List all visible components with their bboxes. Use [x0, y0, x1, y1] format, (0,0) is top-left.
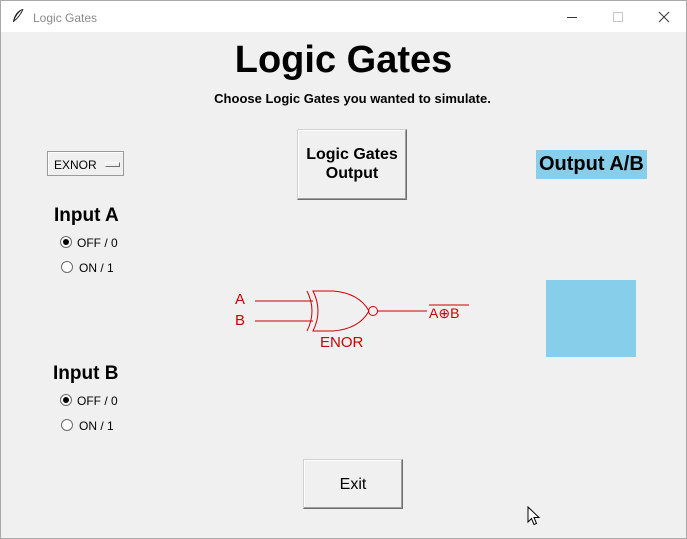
diagram-label-b: B — [235, 312, 245, 329]
input-a-on-label[interactable]: ON / 1 — [79, 261, 114, 275]
diagram-expression: A⊕B — [429, 305, 459, 321]
radio-ring — [61, 419, 73, 431]
logic-gates-output-button[interactable]: Logic Gates Output — [297, 129, 407, 200]
input-a-off-radio[interactable] — [60, 236, 72, 248]
minimize-button[interactable] — [549, 1, 595, 32]
output-label: Output A/B — [536, 150, 647, 179]
input-b-on-label[interactable]: ON / 1 — [79, 419, 114, 433]
exit-button-label: Exit — [339, 476, 367, 493]
minimize-icon — [567, 17, 577, 18]
maximize-icon — [613, 12, 623, 22]
output-label-text: Output A/B — [539, 153, 644, 175]
close-button[interactable] — [641, 1, 687, 32]
maximize-button[interactable] — [595, 1, 641, 32]
radio-ring — [61, 261, 73, 273]
xor-extra-curve — [306, 290, 313, 332]
gate-select-dropdown[interactable]: EXNOR — [47, 151, 124, 176]
input-b-heading: Input B — [53, 363, 119, 384]
diagram-label-a: A — [235, 291, 245, 308]
exnor-gate-diagram: A B ENOR A⊕B — [235, 290, 469, 351]
exit-button[interactable]: Exit — [303, 459, 403, 509]
input-b-off-label[interactable]: OFF / 0 — [77, 394, 118, 408]
page-title: Logic Gates — [234, 39, 453, 81]
logic-gates-output-label-line2: Output — [325, 165, 379, 182]
close-icon — [658, 11, 670, 23]
title-bar: Logic Gates — [1, 1, 686, 32]
input-a-on-radio[interactable] — [61, 261, 73, 273]
logic-gates-output-label-line1: Logic Gates — [306, 146, 398, 163]
gate-select-value: EXNOR — [54, 158, 97, 172]
inversion-bubble — [368, 306, 378, 316]
xnor-gate-body — [312, 290, 370, 332]
radio-selected-dot — [63, 397, 69, 403]
feather-icon — [13, 8, 24, 22]
page-subtitle: Choose Logic Gates you wanted to simulat… — [214, 91, 491, 106]
input-b-on-radio[interactable] — [61, 419, 73, 431]
input-b-off-radio[interactable] — [60, 394, 72, 406]
mouse-pointer-icon — [527, 506, 541, 526]
window-title: Logic Gates — [33, 11, 98, 25]
dropdown-indicator-icon — [105, 162, 120, 167]
output-indicator — [546, 280, 636, 357]
radio-selected-dot — [63, 239, 69, 245]
input-a-off-label[interactable]: OFF / 0 — [77, 236, 118, 250]
input-a-heading: Input A — [54, 205, 119, 226]
diagram-gate-name: ENOR — [320, 334, 364, 351]
